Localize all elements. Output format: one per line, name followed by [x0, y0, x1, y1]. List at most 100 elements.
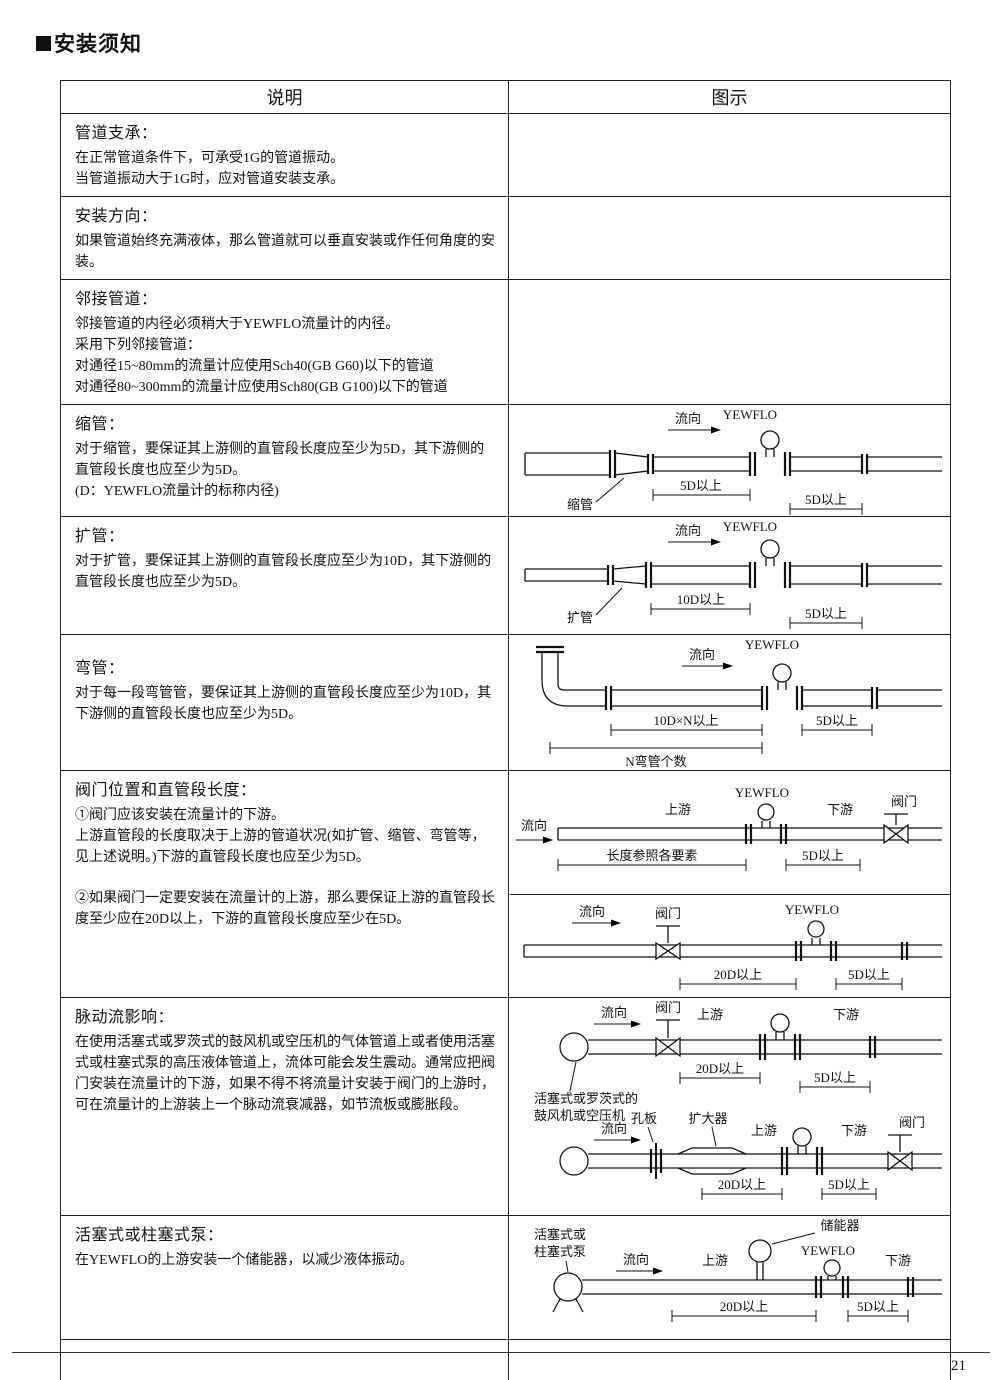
- row-text: 在使用活塞式或罗茨式的鼓风机或空压机的气体管道上或者使用活塞式或柱塞式泵的高压液…: [75, 1035, 495, 1113]
- upstream-label: 上游: [751, 1123, 777, 1138]
- enlarger-leader-line: [711, 1126, 717, 1147]
- row-text: 当管道振动大于1G时，应对管道安装支承。: [75, 172, 345, 187]
- illus-pulsating-flow: 流向 阀门 上游 下游: [508, 997, 951, 1216]
- row-heading: 脉动流影响：: [75, 1009, 175, 1026]
- valve-icon: [883, 813, 909, 845]
- flow-label: 流向: [579, 904, 605, 919]
- table-row: 弯管： 对于每一段弯管管，要保证其上游侧的直管段长度应至少为10D，其下游侧的直…: [60, 634, 951, 771]
- valve-label: 阀门: [899, 1115, 925, 1130]
- row-heading: 缩管：: [75, 416, 125, 433]
- dim-upstream: [557, 859, 747, 871]
- downstream-label: 下游: [827, 802, 853, 817]
- flow-arrow-icon: [668, 426, 721, 434]
- diagram-expander: YEWFLO 流向: [524, 519, 942, 629]
- pipe: [524, 565, 942, 585]
- pipe: [611, 689, 942, 707]
- dim-downstream: [847, 1310, 909, 1322]
- flowmeter-icon: [758, 1013, 802, 1060]
- dim-downstream: [835, 978, 903, 990]
- desc-pulsating-flow: 脉动流影响： 在使用活塞式或罗茨式的鼓风机或空压机的气体管道上或者使用活塞式或柱…: [60, 997, 509, 1216]
- row-text: 对于扩管，要保证其上游侧的直管段长度应至少为10D，其下游侧的直管段长度也应至少…: [75, 554, 492, 590]
- diagram-pulsating-flow: 流向 阀门 上游 下游: [534, 1000, 942, 1200]
- illus-adjacent-piping-empty: [508, 279, 951, 405]
- enlarger-icon: [677, 1147, 747, 1175]
- accumulator-leader-line: [771, 1232, 816, 1245]
- diagram-valve-upstream: 流向 阀门 YEWFLO: [523, 902, 942, 990]
- yewflo-label: YEWFLO: [723, 407, 777, 422]
- table-row: 脉动流影响： 在使用活塞式或罗茨式的鼓风机或空压机的气体管道上或者使用活塞式或柱…: [60, 997, 951, 1216]
- pump-leader-line: [565, 1260, 569, 1273]
- flange-icon: [608, 450, 869, 478]
- yewflo-label: YEWFLO: [785, 902, 839, 917]
- dim-downstream-label: 5D以上: [857, 1299, 899, 1314]
- orifice-leader-line: [647, 1126, 654, 1143]
- table-row: 管道支承： 在正常管道条件下，可承受1G的管道振动。 当管道振动大于1G时，应对…: [60, 113, 951, 197]
- flowmeter-icon: [744, 803, 788, 844]
- flange-icon: [606, 562, 869, 588]
- flow-label: 流向: [601, 1121, 627, 1136]
- flow-label: 流向: [675, 411, 701, 426]
- accumulator-label: 储能器: [820, 1218, 859, 1233]
- flange-icon: [868, 1036, 877, 1058]
- desc-adjacent-piping: 邻接管道： 邻接管道的内径必须稍大于YEWFLO流量计的内径。 采用下列邻接管道…: [60, 279, 509, 405]
- dim-downstream: [789, 503, 863, 515]
- row-heading: 活塞式或柱塞式泵：: [75, 1227, 224, 1244]
- desc-valve-position: 阀门位置和直管段长度： ①阀门应该安装在流量计的下游。 上游直管段的长度取决于上…: [60, 770, 509, 998]
- column-header-desc: 说明: [60, 80, 509, 114]
- flow-label: 流向: [675, 523, 701, 538]
- downstream-label: 下游: [885, 1253, 911, 1268]
- valve-label: 阀门: [655, 1000, 681, 1015]
- flow-arrow-icon: [572, 919, 621, 927]
- page-title: 安装须知: [36, 28, 142, 58]
- valve-label: 阀门: [891, 794, 917, 809]
- dim-upstream-label: 20D以上: [714, 967, 762, 982]
- row-text: ①阀门应该安装在流量计的下游。: [75, 808, 285, 823]
- yewflo-label: YEWFLO: [723, 519, 777, 534]
- dim-downstream-label: 5D以上: [802, 848, 844, 863]
- flow-arrow-icon: [594, 1136, 641, 1144]
- flowmeter-icon: [794, 920, 838, 961]
- reducer-leader-line: [595, 477, 625, 503]
- row-text: ②如果阀门一定要安装在流量计的上游，那么要保证上游的直管段长度至少应在20D以上…: [75, 891, 495, 927]
- blower-leader-line: [569, 1061, 577, 1092]
- title-text: 安装须知: [54, 32, 142, 56]
- flow-arrow-icon: [616, 1267, 663, 1275]
- row-text: 对于每一段弯管管，要保证其上游侧的直管段长度应至少为10D，其下游侧的直管段长度…: [75, 686, 492, 722]
- pipe: [524, 452, 942, 476]
- blower-label-line1: 活塞式或罗茨式的: [534, 1091, 638, 1106]
- yewflo-label: YEWFLO: [745, 637, 799, 652]
- dim-downstream: [785, 859, 861, 871]
- dim-downstream: [789, 617, 863, 629]
- diagram-piston-pump: 活塞式或 柱塞式泵 流向 上游 储能器 YEWF: [534, 1218, 942, 1322]
- row-text: 对通径80~300mm的流量计应使用Sch80(GB G100)以下的管道: [75, 380, 448, 395]
- valve-label: 阀门: [655, 906, 681, 921]
- diagram-elbow: YEWFLO 流向: [536, 637, 942, 769]
- illus-elbow: YEWFLO 流向: [508, 634, 951, 771]
- dim-downstream-label: 5D以上: [814, 1070, 856, 1085]
- row-heading: 弯管：: [75, 660, 125, 677]
- desc-empty: [60, 1339, 509, 1380]
- dim-upstream-label: 20D以上: [696, 1061, 744, 1076]
- desc-expander: 扩管： 对于扩管，要保证其上游侧的直管段长度应至少为10D，其下游侧的直管段长度…: [60, 516, 509, 635]
- blower-icon: [559, 1146, 589, 1176]
- illus-valve-position: 流向 上游 YEWFLO 下游 阀门: [508, 770, 951, 998]
- flange-icon: [900, 942, 909, 960]
- row-text: 采用下列邻接管道：: [75, 338, 201, 353]
- dim-upstream: [671, 1310, 817, 1322]
- row-note: (D：YEWFLO流量计的标称内径): [75, 484, 279, 499]
- dim-upstream-label: 长度参照各要素: [606, 848, 697, 863]
- dim-upstream: [650, 603, 751, 615]
- pipe: [588, 1153, 942, 1169]
- install-notes-table: 说明 图示 管道支承： 在正常管道条件下，可承受1G的管道振动。 当管道振动大于…: [60, 80, 951, 1380]
- dim-downstream-label: 5D以上: [848, 967, 890, 982]
- illus-valve-downstream: 流向 上游 YEWFLO 下游 阀门: [510, 772, 950, 894]
- dim-upstream: [610, 724, 763, 736]
- valve-icon: [655, 925, 681, 961]
- elbow-count-bracket: [549, 742, 763, 754]
- dim-downstream: [799, 1081, 871, 1093]
- row-text: 在正常管道条件下，可承受1G的管道振动。: [75, 151, 345, 166]
- downstream-label: 下游: [841, 1123, 867, 1138]
- diagram-valve-downstream: 流向 上游 YEWFLO 下游 阀门: [516, 785, 942, 871]
- illus-piston-pump: 活塞式或 柱塞式泵 流向 上游 储能器 YEWF: [508, 1215, 951, 1340]
- row-text: 邻接管道的内径必须稍大于YEWFLO流量计的内径。: [75, 317, 400, 332]
